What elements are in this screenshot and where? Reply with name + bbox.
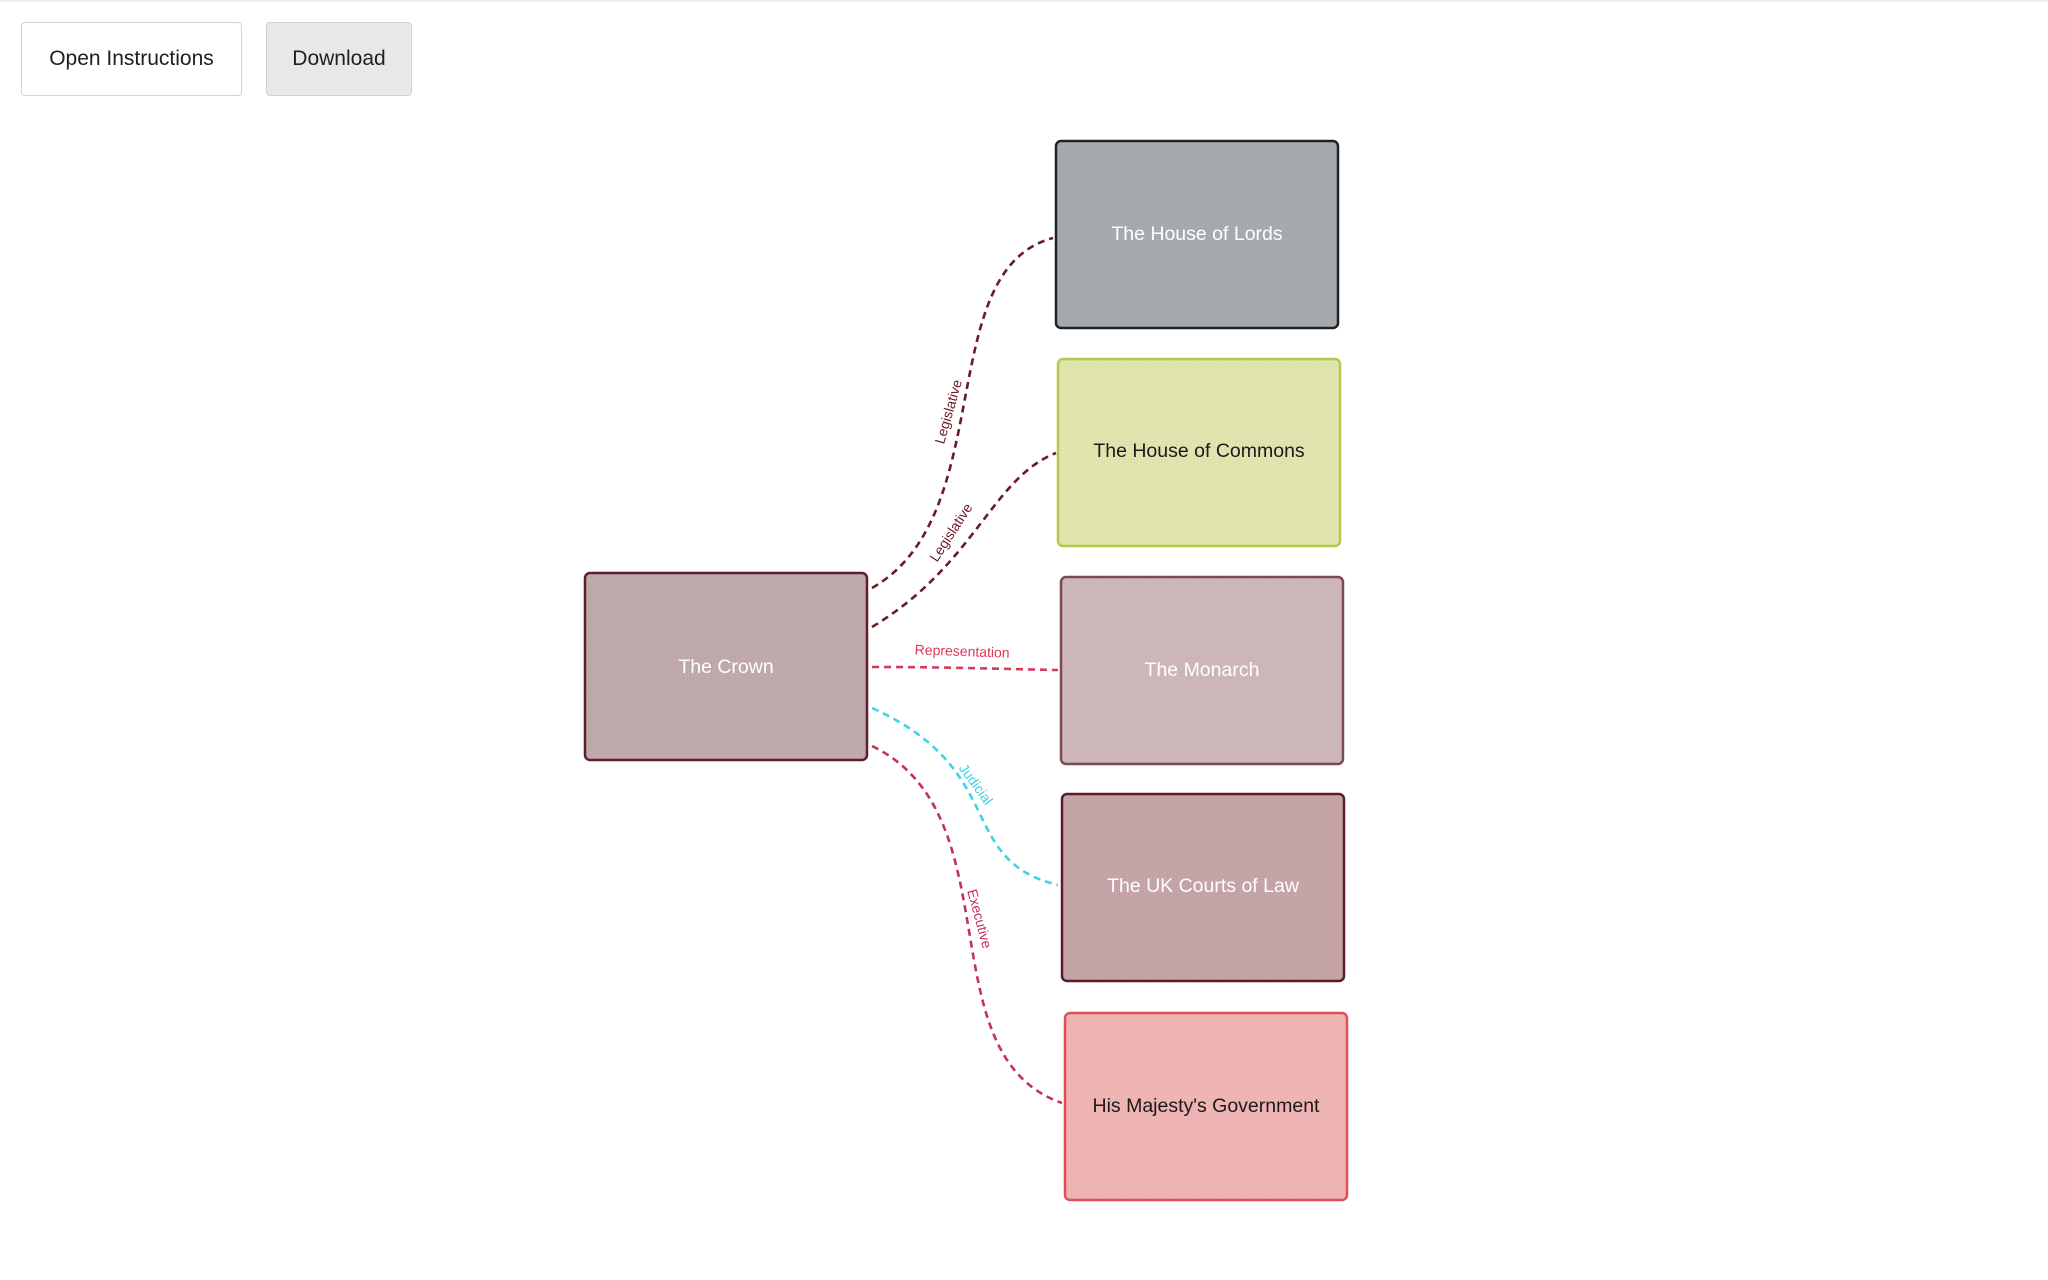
download-button[interactable]: Download — [266, 22, 412, 96]
edge-crown-monarch[interactable] — [871, 665, 1059, 672]
edge-label: Representation — [914, 641, 1009, 660]
edge-crown-commons[interactable] — [871, 451, 1057, 629]
node-the-crown[interactable]: The Crown — [583, 571, 869, 762]
edge-label: Legislative — [926, 500, 976, 564]
node-house-of-lords[interactable]: The House of Lords — [1054, 139, 1340, 330]
node-house-of-commons[interactable]: The House of Commons — [1056, 357, 1342, 548]
edge-label: Executive — [964, 887, 995, 950]
node-uk-courts-of-law[interactable]: The UK Courts of Law — [1060, 792, 1346, 983]
edge-crown-courts[interactable] — [871, 706, 1059, 887]
top-border — [0, 0, 2048, 2]
edge-label: Judicial — [956, 760, 996, 807]
node-his-majestys-government[interactable]: His Majesty's Government — [1063, 1011, 1349, 1202]
edge-label: Legislative — [931, 377, 965, 445]
edge-crown-lords[interactable] — [871, 236, 1054, 590]
open-instructions-button[interactable]: Open Instructions — [21, 22, 242, 96]
edge-crown-government[interactable] — [871, 744, 1063, 1105]
toolbar: Open Instructions Download — [21, 22, 412, 96]
node-the-monarch[interactable]: The Monarch — [1059, 575, 1345, 766]
